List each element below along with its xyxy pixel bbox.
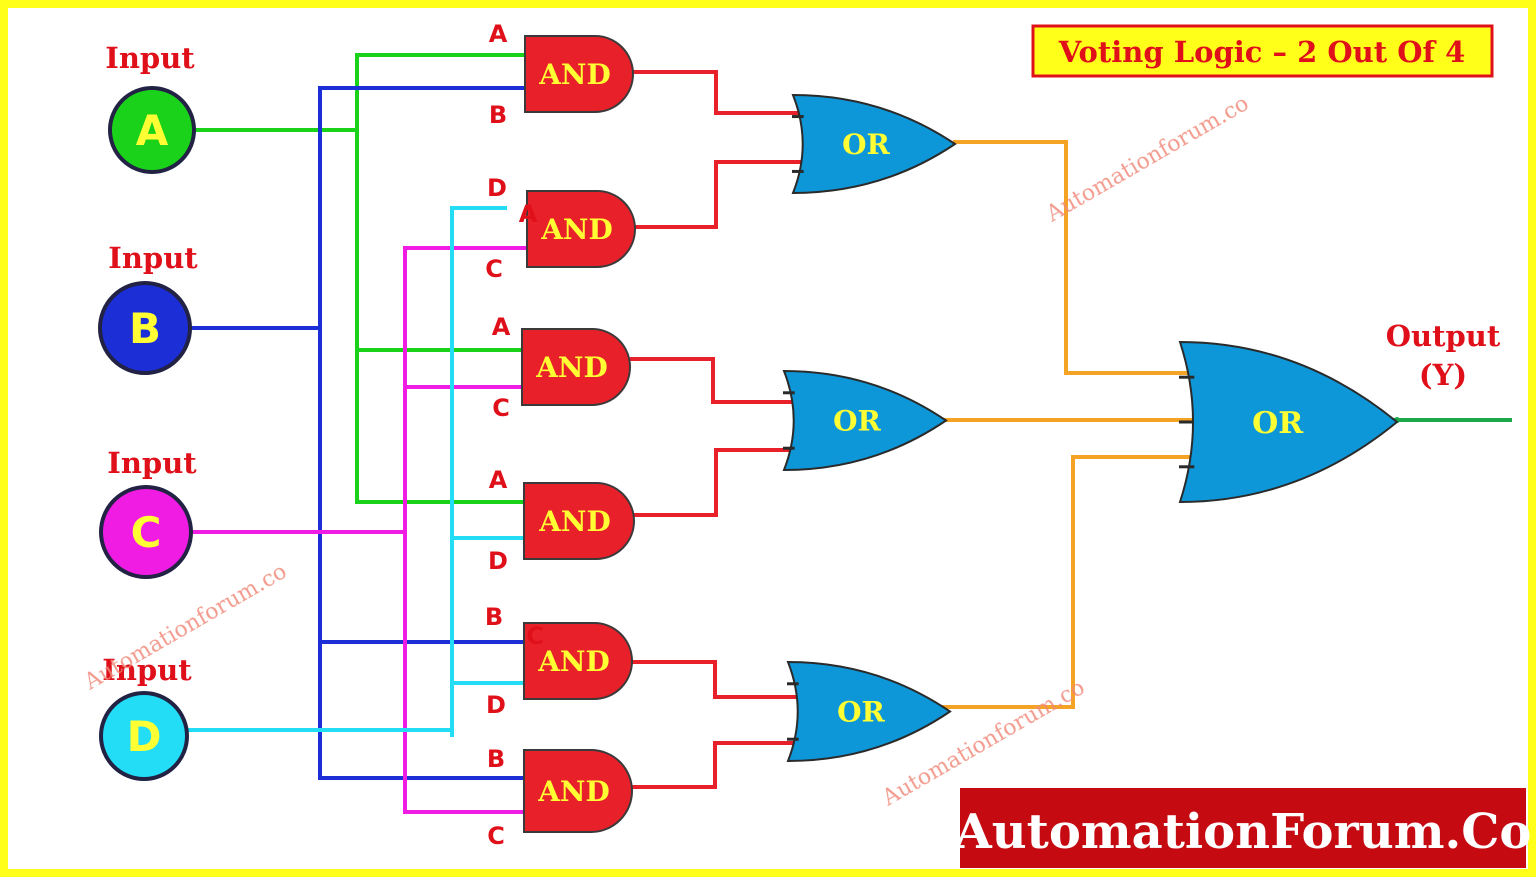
and-input-label-bottom: C bbox=[485, 255, 503, 283]
and-input-label-top: A bbox=[492, 313, 511, 341]
output-caption: Output bbox=[1386, 319, 1501, 353]
title: Voting Logic – 2 Out Of 4 bbox=[1058, 35, 1466, 69]
input-letter: D bbox=[127, 712, 162, 761]
input-letter: A bbox=[136, 106, 169, 155]
output-symbol: (Y) bbox=[1419, 358, 1467, 392]
wire-d bbox=[186, 206, 527, 737]
and-input-label-top: A bbox=[489, 466, 508, 494]
and-gate-label: AND bbox=[537, 645, 610, 678]
and-gate-label: AND bbox=[537, 775, 610, 808]
final-or-gate: OR bbox=[1178, 340, 1399, 504]
input-circle bbox=[98, 281, 192, 375]
input-caption: Input bbox=[107, 446, 197, 480]
or-gate-label: OR bbox=[837, 696, 885, 729]
input-circle bbox=[99, 485, 193, 579]
and-gate: AND B D C bbox=[485, 603, 633, 719]
and-input-label-bottom: D bbox=[488, 547, 508, 575]
and-input-label-bottom: D bbox=[486, 691, 506, 719]
and-gate-body bbox=[521, 328, 631, 406]
and-input-label-extra: A bbox=[519, 200, 538, 228]
or-gate-body bbox=[786, 660, 952, 763]
and-gate-body bbox=[524, 35, 634, 113]
and-input-label-top: B bbox=[485, 603, 503, 631]
and-input-label-top: D bbox=[487, 174, 507, 202]
and-input-label-bottom: C bbox=[492, 394, 510, 422]
and-gate-label: AND bbox=[538, 505, 611, 538]
brand-text: AutomationForum.Co bbox=[954, 804, 1532, 860]
and-gate: AND A C bbox=[492, 313, 631, 422]
and-gate: AND B C bbox=[487, 745, 633, 850]
and-gate-body bbox=[523, 482, 635, 560]
input-letter: B bbox=[129, 304, 161, 353]
or-gate-body bbox=[782, 369, 948, 472]
or-gate-label: OR bbox=[833, 405, 881, 438]
input-caption: Input bbox=[102, 653, 192, 687]
input-caption: Input bbox=[108, 241, 198, 275]
final-or-gate-body bbox=[1178, 340, 1399, 504]
final-or-gate-label: OR bbox=[1252, 406, 1304, 441]
input-circle bbox=[108, 86, 196, 174]
and-gate-label: AND bbox=[538, 58, 611, 91]
input-circle bbox=[99, 691, 189, 781]
and-input-label-extra: C bbox=[526, 622, 544, 650]
and-gate-body bbox=[523, 622, 633, 700]
brand-banner bbox=[960, 788, 1526, 868]
and-input-label-top: A bbox=[489, 20, 508, 48]
wire-b bbox=[188, 86, 527, 780]
or-gate-label: OR bbox=[842, 128, 890, 161]
wire-a bbox=[188, 53, 527, 504]
or-gate: OR bbox=[786, 660, 952, 763]
and-input-label-bottom: C bbox=[487, 822, 505, 850]
wire-c bbox=[190, 246, 542, 814]
input-letter: C bbox=[131, 508, 162, 557]
input-caption: Input bbox=[105, 41, 195, 75]
and-gate-label: AND bbox=[540, 213, 613, 246]
and-gate-label: AND bbox=[535, 351, 608, 384]
and-gate: AND A B bbox=[489, 20, 634, 129]
and-gate-body bbox=[523, 749, 633, 833]
or-gate: OR bbox=[782, 369, 948, 472]
and-gate: AND A D bbox=[488, 466, 635, 575]
and-gate-body bbox=[526, 190, 636, 268]
title-box bbox=[1031, 24, 1494, 78]
or-gate-body bbox=[791, 93, 957, 195]
and-input-label-top: B bbox=[487, 745, 505, 773]
and-gate: AND D CA bbox=[485, 174, 636, 283]
or-gate: OR bbox=[791, 93, 957, 195]
wire-and-to-or bbox=[630, 70, 802, 789]
and-input-label-bottom: B bbox=[489, 101, 507, 129]
